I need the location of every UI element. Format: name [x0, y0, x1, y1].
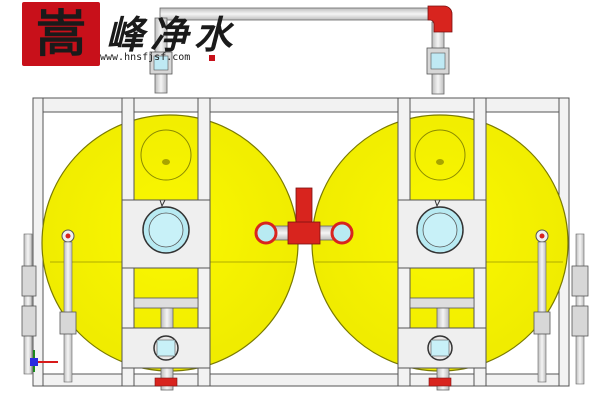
left-mount-plate	[121, 199, 211, 309]
logo-mark: 嵩	[36, 4, 86, 63]
valve-icon	[149, 51, 173, 75]
brand-url: www.hnsfjsf.com	[100, 52, 191, 63]
brand-name: 峰净水	[106, 12, 239, 57]
axis-gizmo-icon	[30, 350, 58, 372]
right-lower-plate	[397, 327, 487, 387]
brand-logo: 嵩	[22, 2, 100, 66]
center-manifold	[254, 187, 354, 245]
brand-dot	[209, 55, 215, 61]
left-side-piping	[21, 229, 77, 383]
valve-icon	[426, 47, 450, 75]
right-side-piping	[533, 229, 589, 385]
left-lower-plate	[121, 327, 211, 387]
right-mount-plate	[397, 199, 487, 309]
